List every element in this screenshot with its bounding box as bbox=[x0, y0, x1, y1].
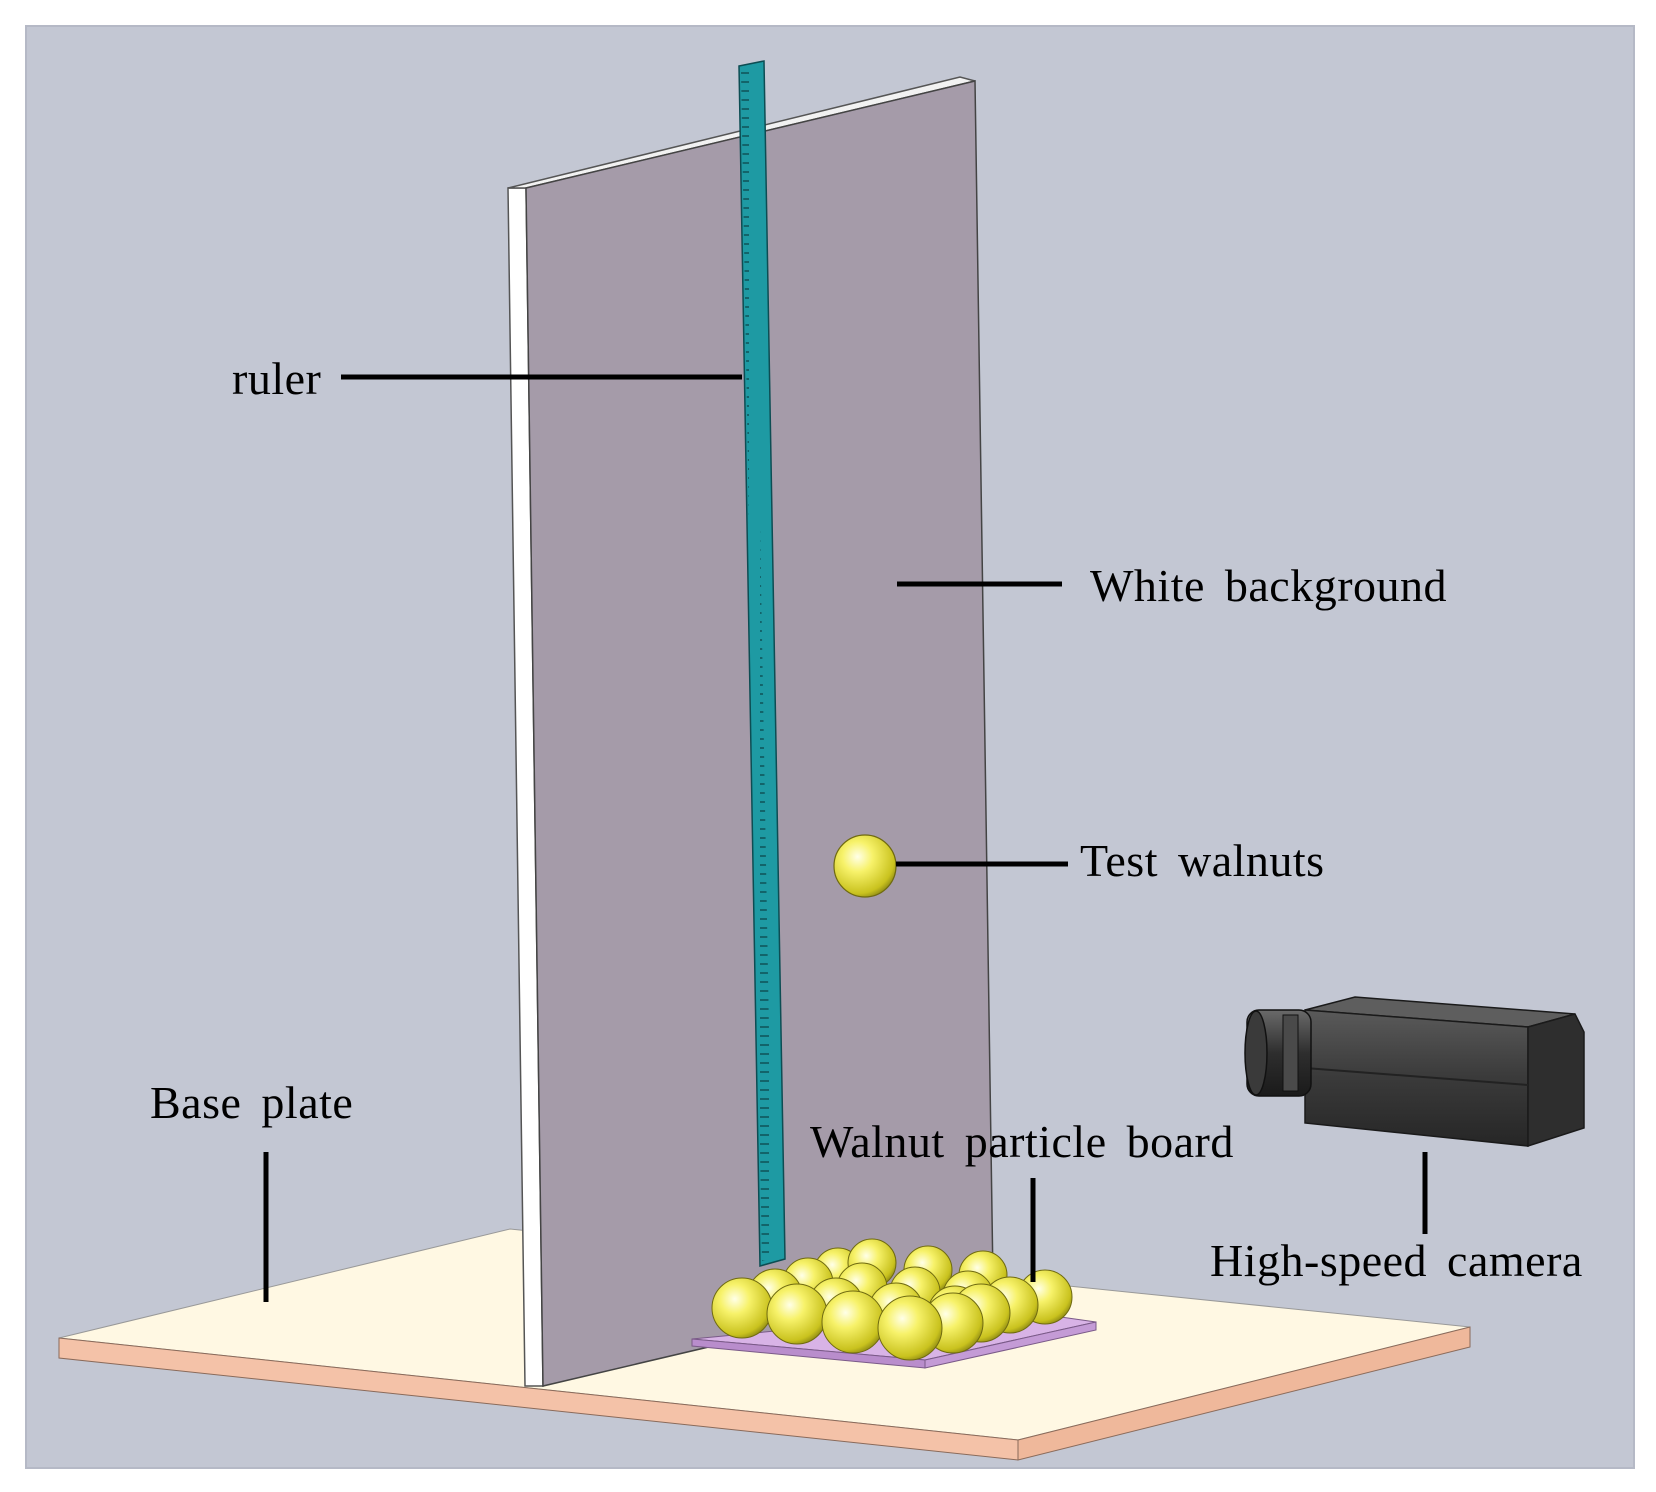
ruler bbox=[738, 60, 786, 1267]
white-background-label: White background bbox=[1090, 560, 1447, 611]
walnut bbox=[821, 1290, 885, 1354]
particle-board-side bbox=[924, 1321, 1097, 1369]
walnut bbox=[766, 1283, 828, 1345]
test-walnut bbox=[833, 834, 897, 898]
camera-body-back bbox=[1527, 1013, 1585, 1148]
ruler-label: ruler bbox=[232, 353, 321, 404]
base-plate-label: Base plate bbox=[150, 1077, 353, 1128]
walnut-particle-board-label: Walnut particle board bbox=[810, 1116, 1234, 1167]
high-speed-camera bbox=[1244, 996, 1585, 1148]
camera-seam bbox=[1304, 1067, 1529, 1086]
walnut bbox=[711, 1277, 773, 1339]
base-plate-right-edge bbox=[1017, 1326, 1471, 1461]
camera-lens-ring bbox=[1282, 1014, 1299, 1092]
walnut-particle-board bbox=[691, 1238, 1097, 1369]
camera-lens-front bbox=[1244, 1010, 1268, 1096]
camera-body-side bbox=[1304, 1009, 1529, 1147]
ruler-ticks bbox=[741, 70, 773, 1261]
test-walnuts-label: Test walnuts bbox=[1080, 835, 1325, 886]
walnut bbox=[877, 1295, 943, 1361]
high-speed-camera-label: High-speed camera bbox=[1210, 1235, 1583, 1286]
